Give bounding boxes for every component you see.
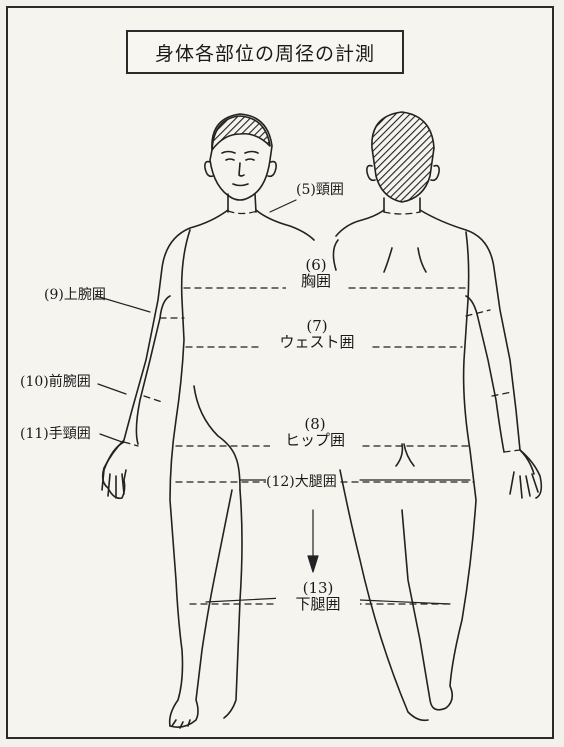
leader-lines	[96, 200, 470, 604]
front-head	[205, 114, 276, 212]
wrist-circumference-label: (11)手頸囲	[20, 426, 91, 442]
wrist-line-left	[124, 442, 138, 446]
upper-arm-circumference-label: (9)上腕囲	[44, 287, 106, 303]
neck-circumference-line	[228, 211, 257, 214]
hip-number: (8)	[270, 416, 360, 432]
thigh-circumference-label: (12)大腿囲	[266, 474, 337, 490]
chest-circumference-label: 胸囲	[286, 273, 346, 289]
hip-label-group: (8) ヒップ囲	[270, 416, 360, 448]
calf-number: (13)	[276, 580, 360, 596]
waist-circumference-label: ウェスト囲	[262, 334, 372, 350]
back-body	[333, 210, 541, 720]
back-head	[367, 112, 439, 212]
wrist-line-right	[504, 450, 520, 452]
calf-circumference-label: 下腿囲	[276, 596, 360, 612]
forearm-line-left	[144, 396, 162, 402]
calf-label-group: (13) 下腿囲	[276, 580, 360, 612]
neck-circumference-label: (5)頸囲	[296, 182, 344, 198]
back-neck-line	[384, 212, 420, 214]
hip-circumference-label: ヒップ囲	[270, 432, 360, 448]
chest-number: (6)	[286, 257, 346, 273]
waist-number: (7)	[262, 318, 372, 334]
chest-label-group: (6) 胸囲	[286, 257, 346, 289]
forearm-circumference-label: (10)前腕囲	[20, 374, 91, 390]
waist-label-group: (7) ウェスト囲	[262, 318, 372, 350]
